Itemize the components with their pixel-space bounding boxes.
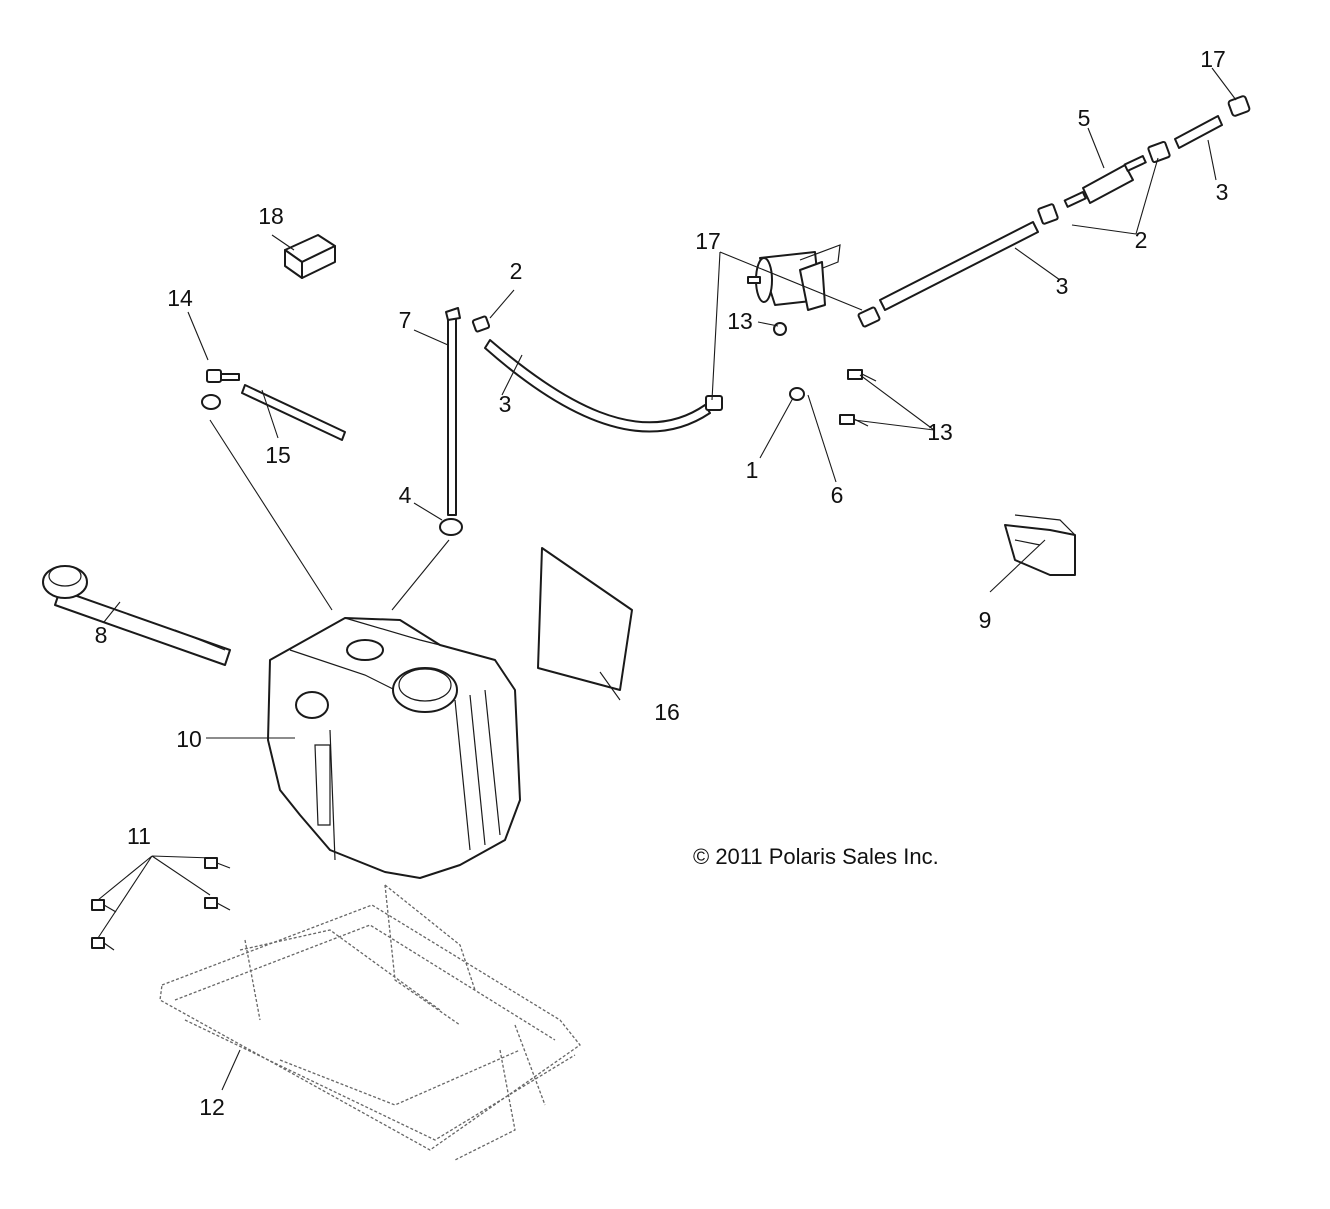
- callout-13-nut: 13: [727, 308, 753, 334]
- vent-hose-part-15: [241, 384, 346, 441]
- box-part-18: [284, 234, 336, 279]
- callout-4: 4: [399, 482, 412, 508]
- callout-2-left: 2: [510, 258, 523, 284]
- pickup-tube-part-7: [445, 307, 461, 516]
- callout-11: 11: [127, 823, 151, 849]
- bracket-part-9: [1004, 514, 1076, 576]
- clamp-part-2-left: [471, 315, 491, 333]
- filler-neck-part-8: [42, 565, 231, 666]
- callout-7: 7: [399, 307, 412, 333]
- bolts-part-13: [839, 369, 877, 427]
- callout-8: 8: [95, 622, 108, 648]
- callout-2-right: 2: [1135, 227, 1148, 253]
- hose-part-3-curved: [484, 339, 711, 433]
- clamp-part-2-right-b: [1147, 140, 1171, 164]
- frame-part-12: [159, 884, 581, 1161]
- callout-12: 12: [199, 1094, 225, 1120]
- bolts-part-11: [91, 857, 231, 951]
- leader-lines: [97, 67, 1237, 1091]
- clamp-part-17-upper: [857, 306, 881, 328]
- clamp-part-2-right-a: [1037, 203, 1059, 225]
- grommet-part-4: [439, 518, 463, 536]
- callout-9: 9: [979, 607, 992, 633]
- copyright-notice: © 2011 Polaris Sales Inc.: [693, 844, 939, 869]
- callout-13-bolts: 13: [927, 419, 953, 445]
- clamp-part-17-lower: [705, 395, 723, 411]
- callout-17-mid: 17: [695, 228, 721, 254]
- bracket-part-6: [799, 261, 826, 311]
- hose-part-3-short: [1174, 115, 1223, 149]
- callout-5: 5: [1078, 105, 1091, 131]
- callout-17-top: 17: [1200, 46, 1226, 72]
- callout-6: 6: [831, 482, 844, 508]
- callout-3-curved-hose: 3: [499, 391, 512, 417]
- nut-part-13: [773, 322, 787, 336]
- decal-part-16: [537, 547, 633, 691]
- callout-10: 10: [176, 726, 202, 752]
- callout-14: 14: [167, 285, 193, 311]
- callout-18: 18: [258, 203, 284, 229]
- callout-3-long-hose: 3: [1056, 273, 1069, 299]
- callout-3-top-right: 3: [1216, 179, 1229, 205]
- hose-part-3-long: [879, 221, 1039, 311]
- clamp-part-17-top: [1227, 95, 1251, 117]
- elbow-fitting-part-14: [201, 369, 240, 410]
- fuel-tank-part-10: [267, 617, 521, 879]
- callout-15: 15: [265, 442, 291, 468]
- callout-16: 16: [654, 699, 680, 725]
- fuel-filter-part-5: [1063, 155, 1147, 208]
- callout-1: 1: [746, 457, 759, 483]
- callout-labels: 17 5 3 2 3 17 13 13 1 6 9 2 3 7 4 18 14 …: [95, 46, 1229, 1120]
